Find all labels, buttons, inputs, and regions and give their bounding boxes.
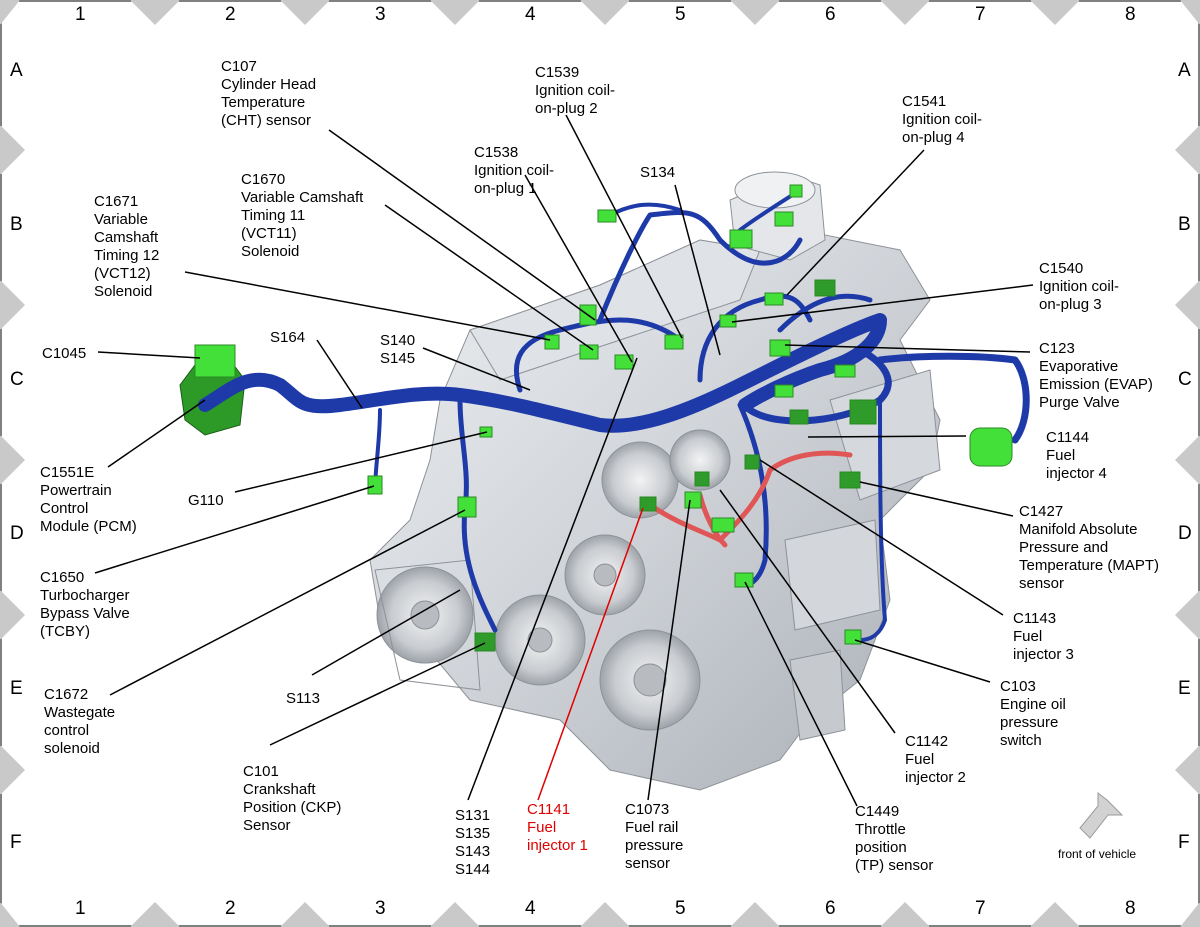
label-c1141: C1141 Fuel injector 1 [527,801,588,854]
grid-col-8-top: 8 [1125,4,1136,25]
label-c1650: C1650 Turbocharger Bypass Valve (TCBY) [40,569,130,640]
grid-row-c-right: C [1178,369,1192,390]
label-c1551e: C1551E Powertrain Control Module (PCM) [40,464,137,535]
label-c1073: C1073 Fuel rail pressure sensor [625,801,684,872]
label-g110: G110 [188,492,224,509]
label-c1142: C1142 Fuel injector 2 [905,733,966,786]
label-s134: S134 [640,164,676,181]
grid-col-4-bottom: 4 [525,898,536,919]
front-of-vehicle-label: front of vehicle [1058,847,1137,861]
grid-col-7-top: 7 [975,4,986,25]
label-c123: C123 Evaporative Emission (EVAP) Purge V… [1039,340,1153,411]
grid-col-7-bottom: 7 [975,898,986,919]
grid-row-a-left: A [10,60,23,81]
grid-row-b-left: B [10,214,23,235]
grid-col-2-bottom: 2 [225,898,236,919]
label-s113: S113 [286,690,320,707]
label-c107: C107 Cylinder Head Temperature (CHT) sen… [221,58,317,129]
label-c103: C103 Engine oil pressure switch [1000,678,1066,749]
label-c1449: C1449 Throttle position (TP) sensor [855,803,934,874]
label-c1144: C1144 Fuel injector 4 [1046,429,1107,482]
leader-line-c1141 [537,507,644,801]
grid-row-d-left: D [10,523,24,544]
grid-col-6-bottom: 6 [825,898,836,919]
grid-col-3-bottom: 3 [375,898,386,919]
grid-col-5-bottom: 5 [675,898,686,919]
grid-row-f-right: F [1178,832,1190,853]
label-s131-group: S131 S135 S143 S144 [455,807,491,878]
label-c1541: C1541 Ignition coil- on-plug 4 [902,93,983,146]
grid-row-e-left: E [10,678,23,699]
label-c1538: C1538 Ignition coil- on-plug 1 [474,144,555,197]
grid-col-3-top: 3 [375,4,386,25]
label-c1427: C1427 Manifold Absolute Pressure and Tem… [1019,503,1160,592]
grid-col-1-bottom: 1 [75,898,86,919]
grid-col-6-top: 6 [825,4,836,25]
grid-col-1-top: 1 [75,4,86,25]
grid-row-b-right: B [1178,214,1191,235]
grid-col-5-top: 5 [675,4,686,25]
label-s140-s145: S140 S145 [380,332,416,367]
wiring-harness [198,188,1030,642]
grid-row-a-right: A [1178,60,1191,81]
leader-lines [94,114,1034,807]
grid-col-2-top: 2 [225,4,236,25]
label-c1671: C1671 Variable Camshaft Timing 12 (VCT12… [94,193,160,300]
connectors [367,184,1013,652]
label-c101: C101 Crankshaft Position (CKP) Sensor [243,763,342,834]
label-s164: S164 [270,329,306,346]
grid-row-c-left: C [10,369,24,390]
grid-row-e-right: E [1178,678,1191,699]
front-of-vehicle-arrow [1079,791,1124,839]
grid-row-f-left: F [10,832,22,853]
grid-col-8-bottom: 8 [1125,898,1136,919]
label-c1143: C1143 Fuel injector 3 [1013,610,1074,663]
label-c1540: C1540 Ignition coil- on-plug 3 [1039,260,1120,313]
grid-col-4-top: 4 [525,4,536,25]
label-c1539: C1539 Ignition coil- on-plug 2 [535,64,616,117]
label-c1670: C1670 Variable Camshaft Timing 11 (VCT11… [241,171,364,260]
label-c1045: C1045 [42,345,87,362]
grid-row-d-right: D [1178,523,1192,544]
label-c1672: C1672 Wastegate control solenoid [44,686,116,757]
